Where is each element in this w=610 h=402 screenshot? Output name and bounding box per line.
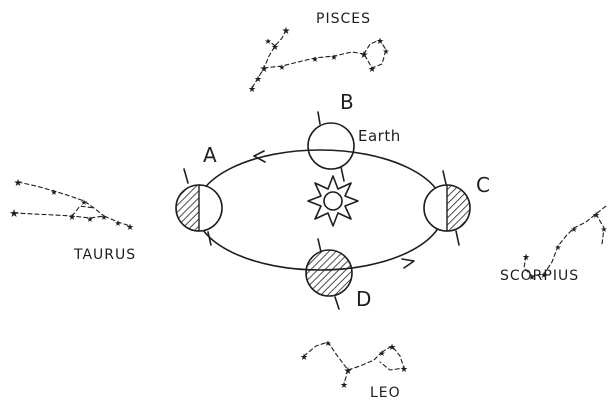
svg-text:★: ★ (14, 178, 23, 189)
svg-text:★: ★ (311, 55, 318, 64)
svg-text:★: ★ (114, 219, 121, 228)
svg-text:★: ★ (254, 74, 262, 84)
svg-text:★: ★ (324, 339, 331, 348)
scorpius-label: SCORPIUS (500, 268, 579, 284)
earth-position-a (170, 169, 222, 245)
svg-text:★: ★ (264, 37, 271, 46)
svg-text:★: ★ (248, 84, 256, 94)
leo-label: LEO (370, 385, 401, 401)
svg-text:★: ★ (554, 243, 561, 252)
svg-text:★: ★ (126, 222, 134, 232)
svg-text:★: ★ (80, 198, 87, 207)
svg-text:★: ★ (300, 352, 308, 362)
svg-text:★: ★ (382, 47, 389, 56)
svg-text:★: ★ (376, 36, 384, 46)
position-label-c: C (476, 173, 490, 197)
svg-text:★: ★ (600, 225, 607, 234)
taurus-label: TAURUS (73, 247, 136, 263)
svg-text:★: ★ (68, 212, 76, 222)
svg-text:★: ★ (330, 53, 337, 62)
svg-text:★: ★ (400, 364, 408, 374)
sun-icon (308, 176, 358, 226)
svg-text:★: ★ (282, 26, 291, 37)
svg-text:★: ★ (9, 208, 19, 220)
leo-constellation: ★ ★ ★ ★ ★ ★ ★ (300, 339, 408, 390)
earth-position-d (306, 239, 352, 309)
svg-text:★: ★ (100, 213, 107, 222)
svg-text:★: ★ (368, 64, 376, 74)
svg-text:★: ★ (388, 342, 396, 352)
svg-text:★: ★ (522, 252, 530, 262)
earth-position-b (308, 112, 354, 181)
pisces-constellation: ★ ★ ★ ★ ★ ★ ★ ★ ★ ★ ★ ★ ★ (248, 26, 390, 94)
svg-text:★: ★ (592, 210, 600, 220)
svg-text:★: ★ (340, 380, 348, 390)
pisces-label: PISCES (316, 11, 371, 27)
svg-text:★: ★ (344, 366, 353, 377)
position-label-b: B (340, 90, 354, 114)
svg-text:★: ★ (570, 225, 577, 234)
orbit-arrow-bottom (402, 259, 414, 268)
svg-text:★: ★ (271, 42, 279, 52)
taurus-constellation: ★ ★ ★ ★ ★ ★ ★ ★ ★ (9, 178, 134, 232)
svg-text:★: ★ (50, 188, 57, 197)
svg-text:★: ★ (378, 349, 385, 358)
position-label-a: A (203, 143, 217, 167)
earth-label: Earth (358, 127, 401, 145)
svg-text:★: ★ (360, 50, 369, 61)
svg-text:★: ★ (86, 215, 93, 224)
svg-text:★: ★ (278, 63, 285, 72)
earth-position-c (424, 171, 476, 245)
position-label-d: D (356, 287, 371, 311)
